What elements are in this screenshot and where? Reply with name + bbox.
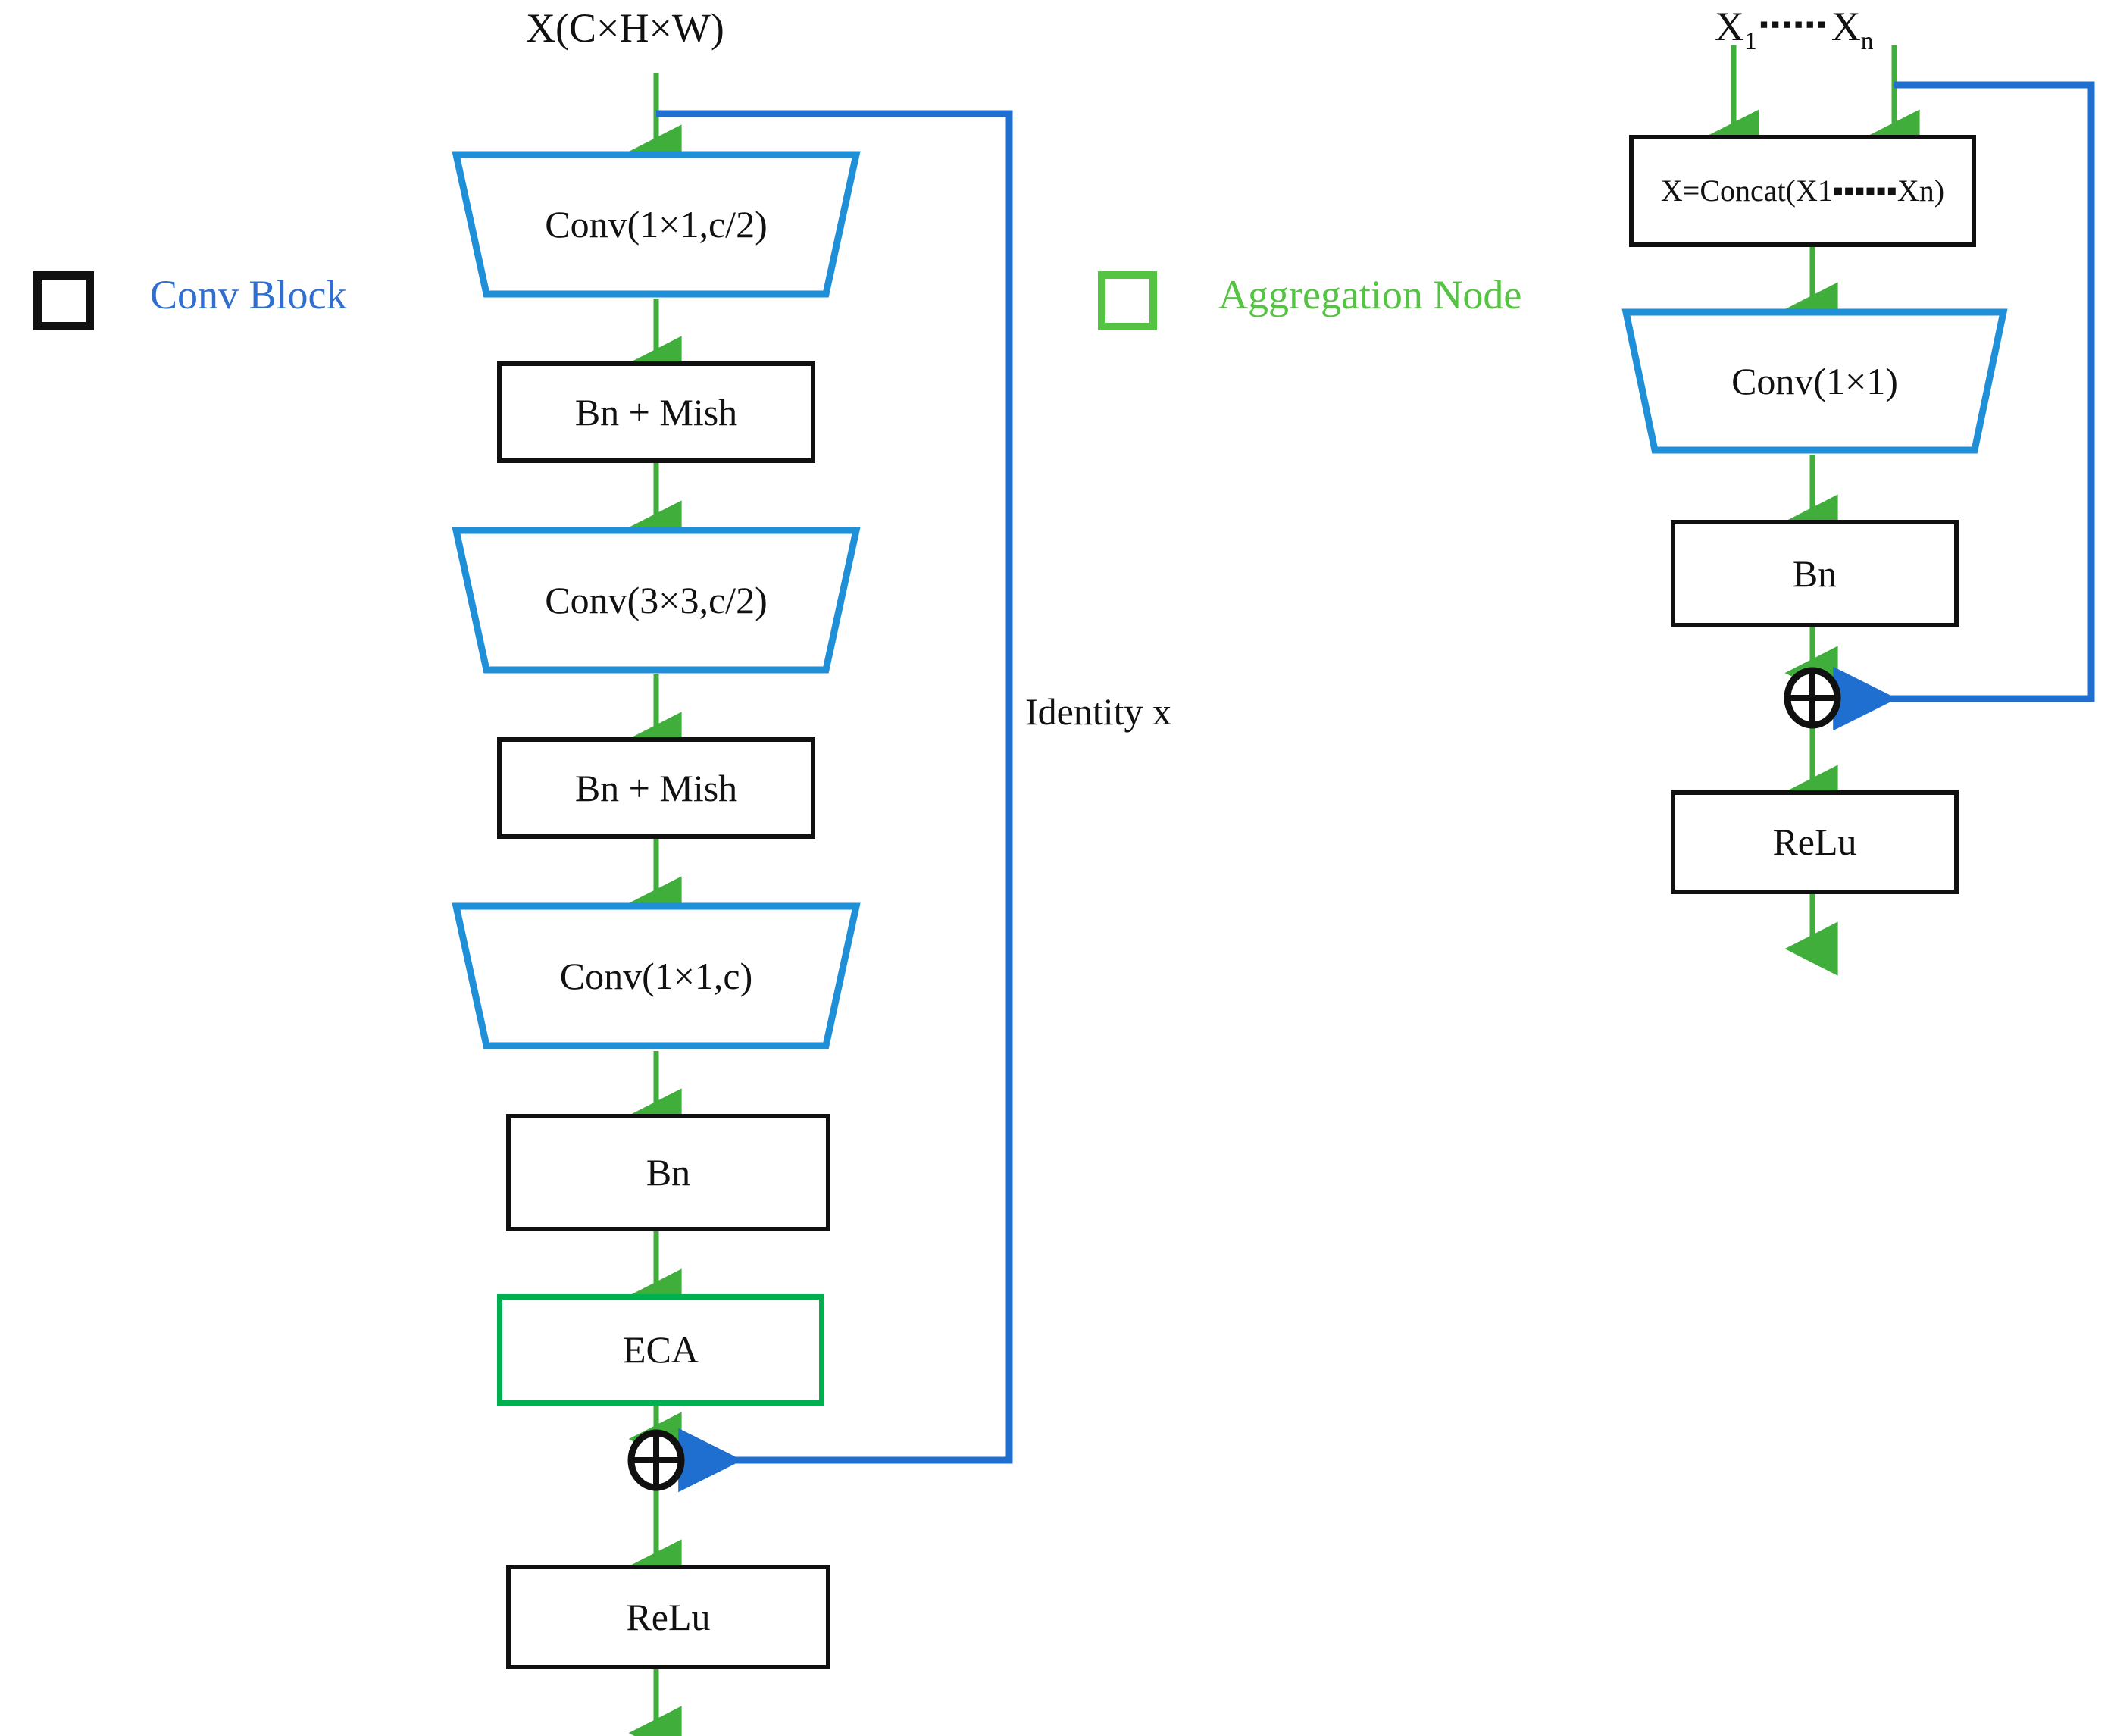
trapezoid-shape	[452, 902, 861, 1050]
right-input-label: X1▪▪▪▪▪▪Xn	[1715, 3, 1873, 56]
legend-swatch-conv-block	[33, 271, 94, 330]
node-bn[interactable]: Bn	[1671, 520, 1959, 627]
node-label: Conv(3×3,c/2)	[545, 578, 768, 621]
trapezoid-shape	[452, 150, 861, 299]
node-label: Bn + Mish	[574, 390, 738, 433]
legend-label-aggregation-node: Aggregation Node	[1218, 272, 1522, 317]
node-label: Conv(1×1,c)	[559, 954, 753, 997]
left-input-label: X(C×H×W)	[526, 5, 724, 51]
node-label: ReLu	[626, 1595, 711, 1638]
node-bn[interactable]: Bn	[506, 1114, 830, 1231]
node-conv-1x1-c-half[interactable]: Conv(1×1,c/2)	[452, 150, 861, 299]
node-conv-1x1[interactable]: Conv(1×1)	[1621, 308, 2008, 455]
trapezoid-shape	[1621, 308, 2008, 455]
node-relu[interactable]: ReLu	[1671, 790, 1959, 894]
input-xn-subscript: n	[1860, 27, 1874, 55]
input-x1-subscript: 1	[1744, 27, 1757, 55]
node-relu[interactable]: ReLu	[506, 1565, 830, 1669]
node-conv-3x3-c-half[interactable]: Conv(3×3,c/2)	[452, 526, 861, 674]
identity-skip-label: Identity x	[1025, 690, 1172, 733]
legend-label-conv-block: Conv Block	[150, 272, 347, 317]
node-label: Bn	[646, 1151, 691, 1194]
node-conv-1x1-c[interactable]: Conv(1×1,c)	[452, 902, 861, 1050]
node-bn-mish-2[interactable]: Bn + Mish	[497, 737, 815, 839]
left-add-node	[627, 1429, 685, 1491]
node-label: Bn + Mish	[574, 766, 738, 809]
node-eca[interactable]: ECA	[497, 1294, 824, 1406]
input-ellipsis-dots: ▪▪▪▪▪▪	[1759, 10, 1829, 39]
node-label: Conv(1×1,c/2)	[545, 202, 768, 246]
right-add-node	[1784, 667, 1841, 729]
legend-swatch-aggregation-node	[1098, 271, 1157, 330]
node-label: Bn	[1792, 552, 1837, 595]
trapezoid-shape	[452, 526, 861, 674]
node-label: Conv(1×1)	[1731, 359, 1898, 402]
input-xn-symbol: X	[1831, 4, 1861, 49]
node-label: ECA	[623, 1328, 699, 1372]
node-concat[interactable]: X=Concat(X1▪▪▪▪▪▪Xn)	[1629, 135, 1976, 247]
node-label: X=Concat(X1▪▪▪▪▪▪Xn)	[1660, 174, 1945, 208]
node-label: ReLu	[1772, 821, 1857, 864]
input-x1-symbol: X	[1715, 4, 1744, 49]
node-bn-mish-1[interactable]: Bn + Mish	[497, 361, 815, 463]
